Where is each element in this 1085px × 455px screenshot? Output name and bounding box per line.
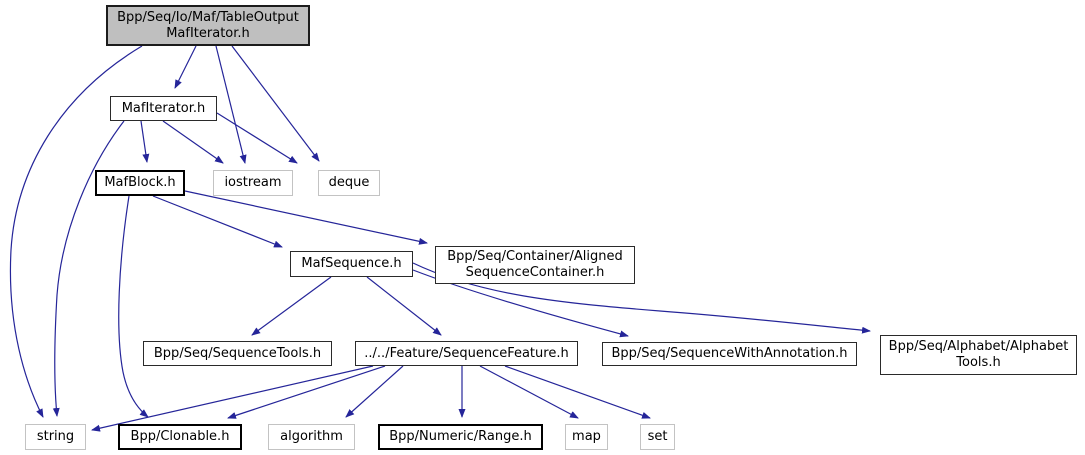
node-label: algorithm [280,429,343,444]
edge-mafiterator-mafblock [140,120,150,163]
edge-main-mafiterator [174,45,197,89]
node-clonable[interactable]: Bpp/Clonable.h [118,424,242,450]
node-label: ../../Feature/SequenceFeature.h [364,345,569,361]
edge-mafsequence-alphabettools [412,262,871,334]
edge-mafsequence-seqfeature [366,276,442,336]
edge-mafsequence-seqtools [251,276,332,336]
node-label-line: SequenceContainer.h [465,265,605,280]
node-sequencefeature[interactable]: ../../Feature/SequenceFeature.h [355,341,578,366]
edge-main-string [9,45,143,418]
node-string: string [25,424,86,450]
node-label: Bpp/Seq/SequenceTools.h [153,345,322,361]
node-iostream: iostream [213,170,293,196]
node-alignedsequencecontainer[interactable]: Bpp/Seq/Container/Aligned SequenceContai… [435,246,635,284]
node-label: set [647,429,668,444]
node-algorithm: algorithm [268,424,355,450]
node-label: deque [328,175,370,190]
node-alphabettools[interactable]: Bpp/Seq/Alphabet/Alphabet Tools.h [880,335,1077,375]
node-label: map [572,429,601,444]
node-sequencewithannotation[interactable]: Bpp/Seq/SequenceWithAnnotation.h [602,342,857,366]
node-sequencetools[interactable]: Bpp/Seq/SequenceTools.h [143,341,332,366]
node-label-line: Bpp/Seq/Container/Aligned [447,249,623,264]
edge-seqfeature-set [504,365,651,419]
edge-mafiterator-iostream [162,120,224,164]
edge-mafblock-mafsequence [152,195,283,248]
edge-seqfeature-clonable [227,365,386,419]
node-label: iostream [224,175,282,190]
node-set: set [640,424,675,450]
node-map: map [565,424,608,450]
node-label-line: MafIterator.h [166,25,250,41]
node-range[interactable]: Bpp/Numeric/Range.h [378,424,543,450]
node-label: MafBlock.h [104,175,176,190]
node-label: string [36,429,75,444]
node-deque: deque [318,170,380,196]
node-label: Bpp/Numeric/Range.h [389,429,532,444]
node-mafsequence[interactable]: MafSequence.h [290,251,413,277]
edge-seqfeature-map [479,365,579,419]
node-label-line: Tools.h [956,355,1001,370]
edge-main-iostream [215,45,247,164]
edge-mafblock-clonable [118,195,149,418]
node-mafblock[interactable]: MafBlock.h [95,170,185,196]
node-tableoutputmafiterator: Bpp/Seq/Io/Maf/TableOutput MafIterator.h [106,5,310,46]
edge-mafiterator-string [52,120,125,417]
node-label: Bpp/Clonable.h [130,429,230,444]
node-label: MafSequence.h [301,256,402,271]
edge-mafblock-asc [184,190,428,245]
edge-main-deque [231,45,320,162]
node-label: MafIterator.h [121,100,206,116]
edge-seqfeature-string [91,365,374,432]
node-label-line: Bpp/Seq/Alphabet/Alphabet [888,339,1069,354]
node-label: Bpp/Seq/SequenceWithAnnotation.h [611,346,848,361]
edge-mafiterator-deque [216,112,298,164]
node-label-line: Bpp/Seq/Io/Maf/TableOutput [117,9,299,25]
node-mafiterator[interactable]: MafIterator.h [110,96,217,121]
edge-seqfeature-algorithm [345,365,404,418]
